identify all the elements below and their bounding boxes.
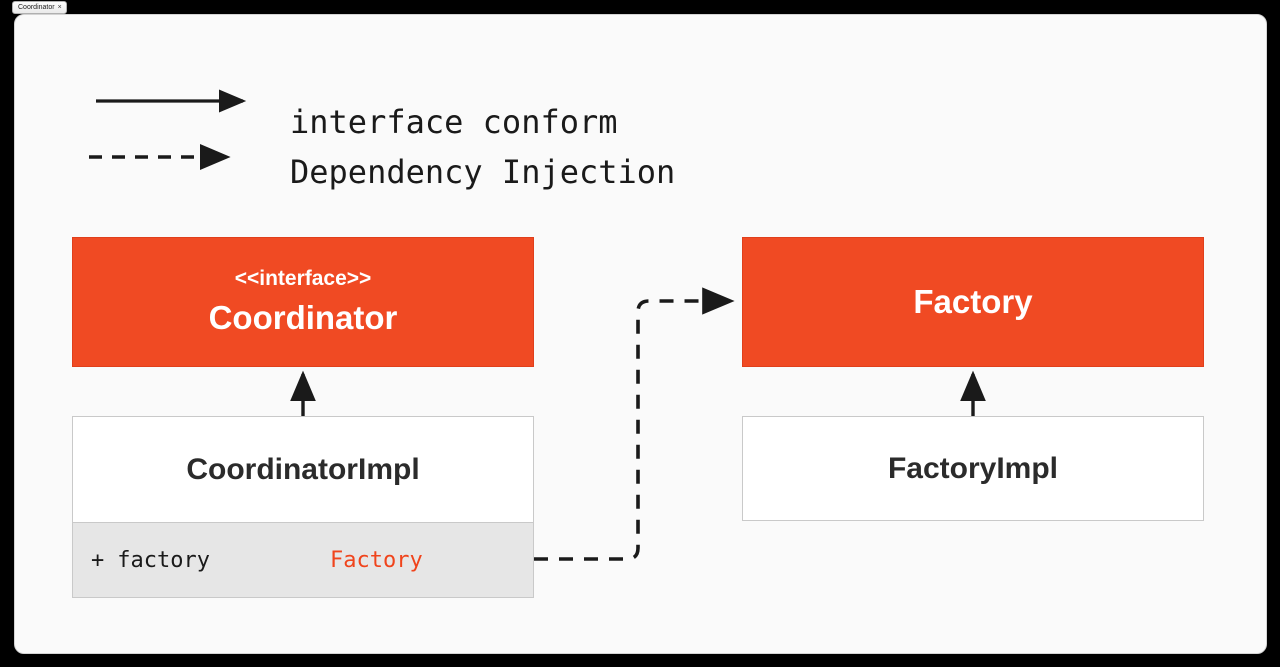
legend-label-interface-conform: interface conform — [290, 103, 618, 141]
edge-factory-attribute-to-factory — [534, 287, 735, 561]
factory-name: Factory — [913, 282, 1033, 320]
uml-node-factoryimpl-title[interactable]: FactoryImpl — [742, 416, 1204, 521]
coordinatorimpl-name: CoordinatorImpl — [186, 453, 420, 486]
attribute-row-factory: + factory Factory — [73, 548, 533, 573]
attribute-type: Factory — [329, 547, 423, 573]
uml-node-coordinatorimpl-title[interactable]: CoordinatorImpl — [72, 416, 534, 523]
attribute-visibility: + — [91, 547, 105, 573]
window-tab-label: Coordinator — [18, 4, 55, 11]
coordinator-stereotype: <<interface>> — [234, 267, 372, 291]
diagram-frame: interface conform Dependency Injection <… — [14, 14, 1267, 654]
uml-node-coordinator-interface[interactable]: <<interface>> Coordinator — [72, 237, 534, 367]
coordinator-name: Coordinator — [208, 299, 398, 337]
legend-label-dependency-injection: Dependency Injection — [290, 153, 676, 191]
attribute-name: factory — [117, 547, 210, 573]
factoryimpl-name: FactoryImpl — [887, 452, 1059, 485]
window-tab[interactable]: Coordinator × — [12, 1, 67, 14]
close-icon[interactable]: × — [57, 4, 62, 11]
uml-node-factory-interface[interactable]: Factory — [742, 237, 1204, 367]
uml-node-coordinatorimpl-attributes[interactable]: + factory Factory — [72, 522, 534, 598]
